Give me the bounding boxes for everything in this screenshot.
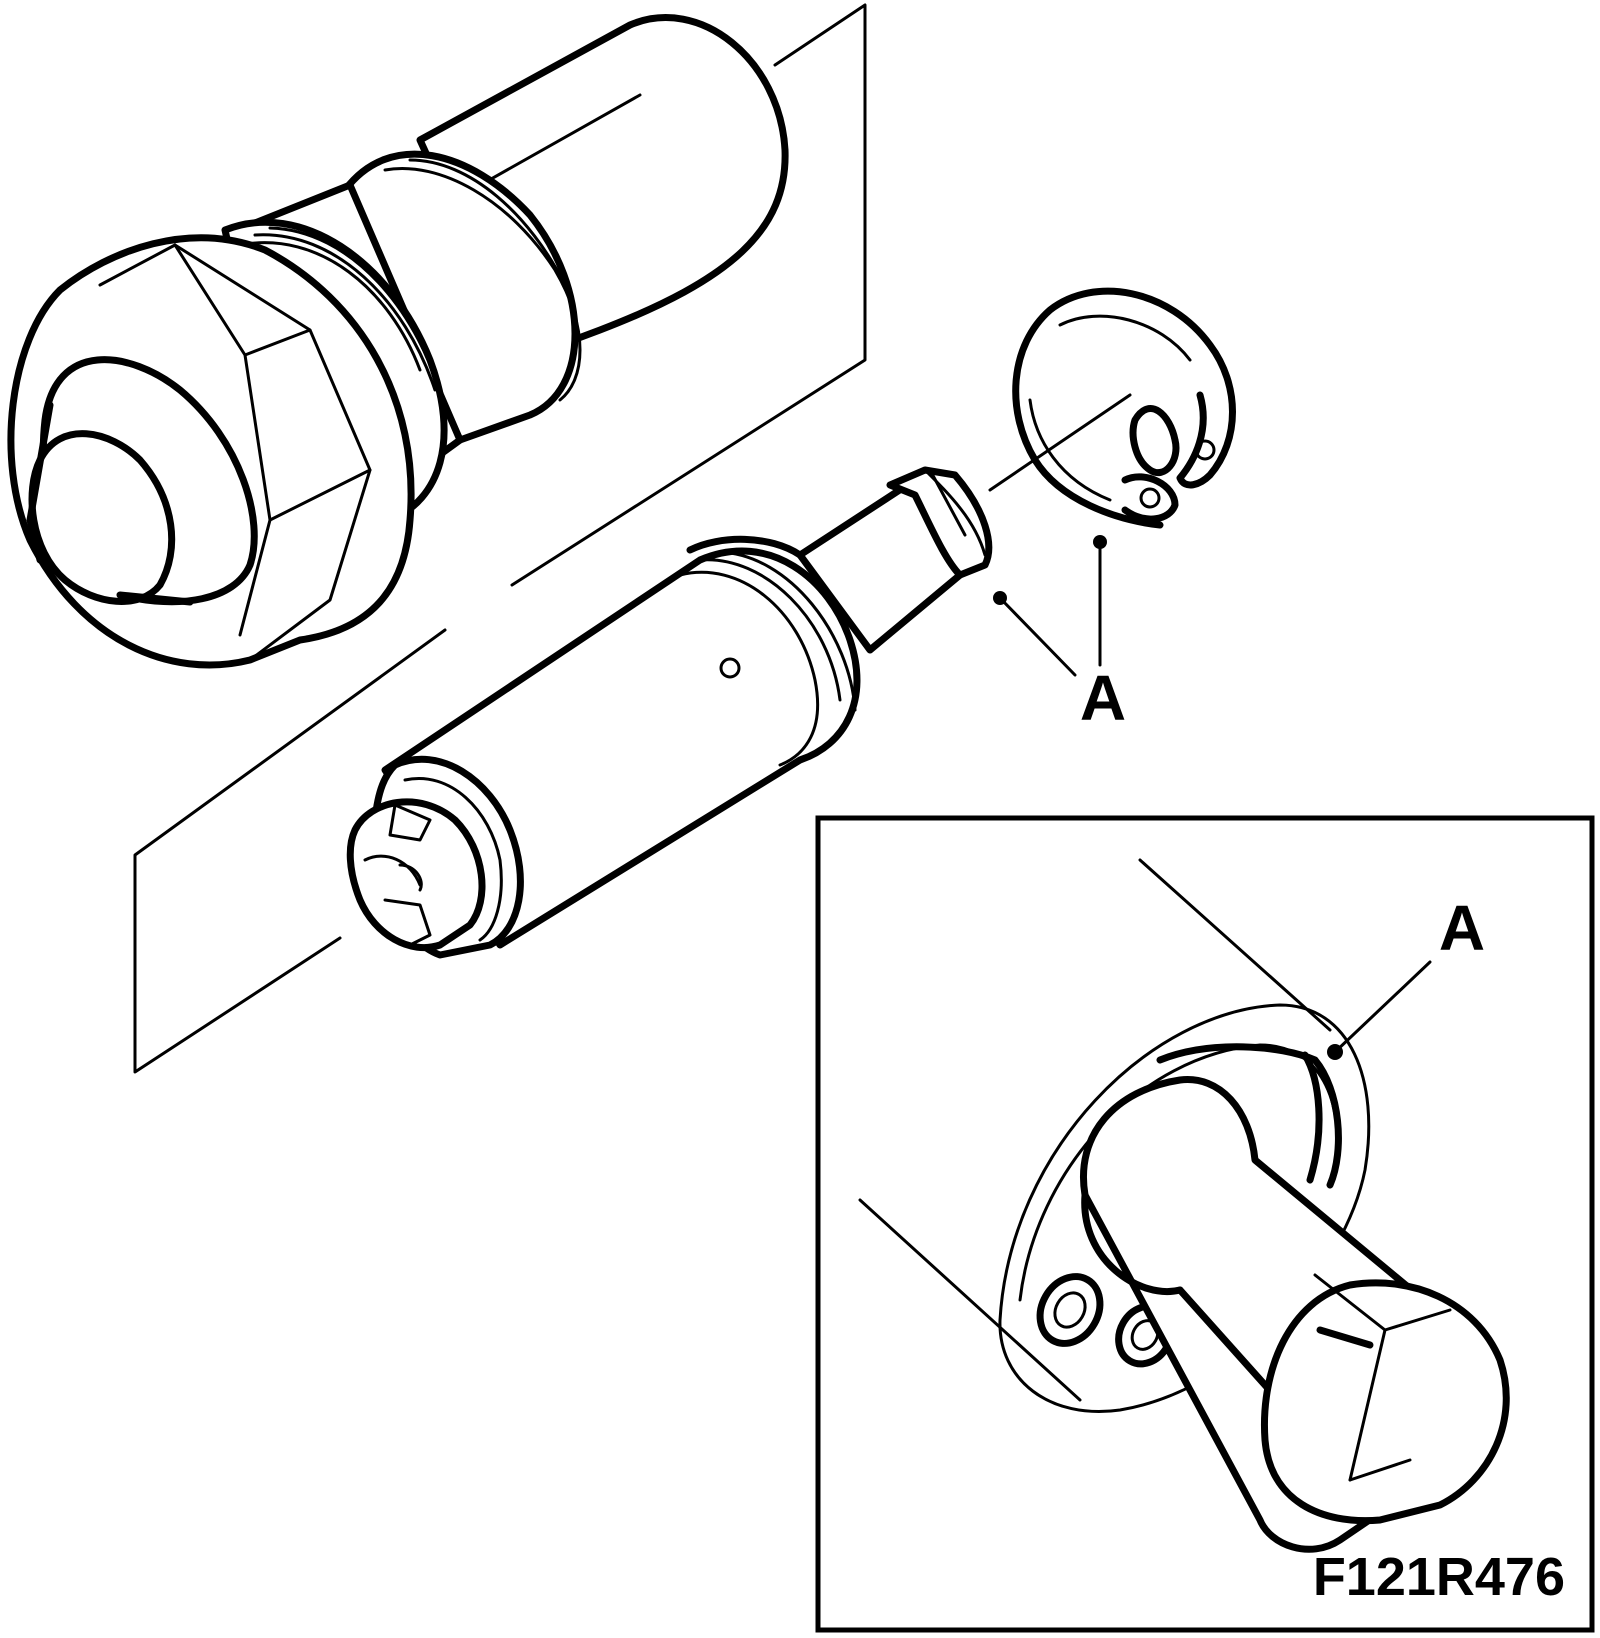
inset-frame <box>815 815 1595 1633</box>
detail-inset: A F121R476 <box>815 815 1595 1633</box>
callout-label-a-top: A <box>1080 662 1126 734</box>
callout-a-top: A <box>993 535 1126 734</box>
figure-code: F121R476 <box>1313 1547 1565 1607</box>
callout-label-a-inset: A <box>1439 892 1485 964</box>
retaining-ring <box>1012 287 1236 529</box>
ring-centerline <box>988 393 1132 492</box>
valve-spool <box>346 466 993 959</box>
valve-housing <box>7 14 789 669</box>
spool-port-hole <box>719 657 741 679</box>
setscrew-hole-1 <box>1036 1273 1104 1347</box>
section-plane-outline <box>133 3 867 1074</box>
